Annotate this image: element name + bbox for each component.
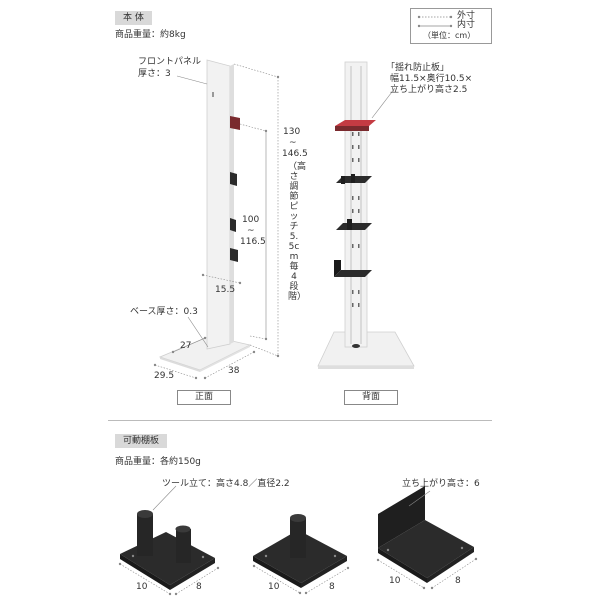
height-bottom: 146.5 — [282, 149, 308, 159]
shelf3-depth: 8 — [455, 576, 461, 586]
main-section-badge: 本 体 — [115, 11, 152, 25]
back-shelf-1 — [336, 174, 372, 184]
section-divider — [108, 420, 492, 421]
inner-height-top: 100 — [242, 215, 260, 225]
unit-legend: 外寸 内寸 （単位：cm） — [410, 8, 492, 44]
base-thickness: ベース厚さ：0.3 — [130, 307, 198, 317]
depth-value: 29.5 — [154, 371, 175, 381]
shelf3-width: 10 — [389, 576, 401, 586]
legend-outer: 外寸 — [457, 11, 476, 21]
shelf-item-3 — [378, 486, 474, 583]
back-shelf-3 — [334, 260, 372, 277]
inner-depth-value: 27 — [180, 341, 192, 351]
legend-inner: 内寸 — [457, 20, 476, 30]
front-shelf-2 — [230, 218, 236, 232]
height-top: 130 — [283, 127, 301, 137]
inner-height-tilde: ~ — [247, 226, 255, 236]
height-tilde: ~ — [289, 138, 297, 148]
shelf-weight: 商品重量：各約150g — [115, 457, 201, 467]
shelf2-width: 10 — [268, 582, 280, 592]
front-shelf-3 — [230, 248, 238, 262]
riser-height-label: 立ち上がり高さ：6 — [402, 479, 480, 489]
shelf-item-2 — [253, 514, 347, 588]
shelf1-depth: 8 — [196, 582, 202, 592]
tool-holder-label: ツール立て：高さ4.8／直径2.2 — [162, 479, 290, 489]
panel-depth-value: 15.5 — [215, 285, 236, 295]
bracket-dim-2: 立ち上がり高さ2.5 — [390, 85, 468, 95]
legend-unit: （単位：cm） — [423, 31, 476, 40]
panel-label: フロントパネル — [138, 57, 202, 67]
height-pitch-note: （高さ調節ピッチ5.5cm毎 4段階） — [288, 162, 307, 302]
shelf-section-badge: 可動棚板 — [115, 434, 168, 448]
shelf-item-1 — [120, 510, 215, 590]
front-caption: 正面 — [177, 390, 231, 405]
width-value: 38 — [228, 366, 240, 376]
front-shelf-1 — [230, 172, 237, 186]
back-top-bracket — [335, 120, 376, 126]
shelf2-depth: 8 — [329, 582, 335, 592]
bracket-dim-1: 幅11.5×奥行10.5× — [390, 74, 473, 84]
back-panel — [344, 61, 368, 348]
legend-lines — [417, 15, 453, 28]
front-top-bracket — [230, 116, 240, 130]
inner-height-bottom: 116.5 — [240, 237, 266, 247]
front-panel — [206, 59, 231, 350]
panel-thickness: 厚さ：3 — [138, 69, 171, 79]
main-weight: 商品重量：約8kg — [115, 30, 186, 40]
back-shelf-2 — [336, 219, 372, 230]
bracket-title: 「揺れ防止板」 — [386, 63, 450, 73]
back-caption: 背面 — [344, 390, 398, 405]
shelf1-width: 10 — [136, 582, 148, 592]
